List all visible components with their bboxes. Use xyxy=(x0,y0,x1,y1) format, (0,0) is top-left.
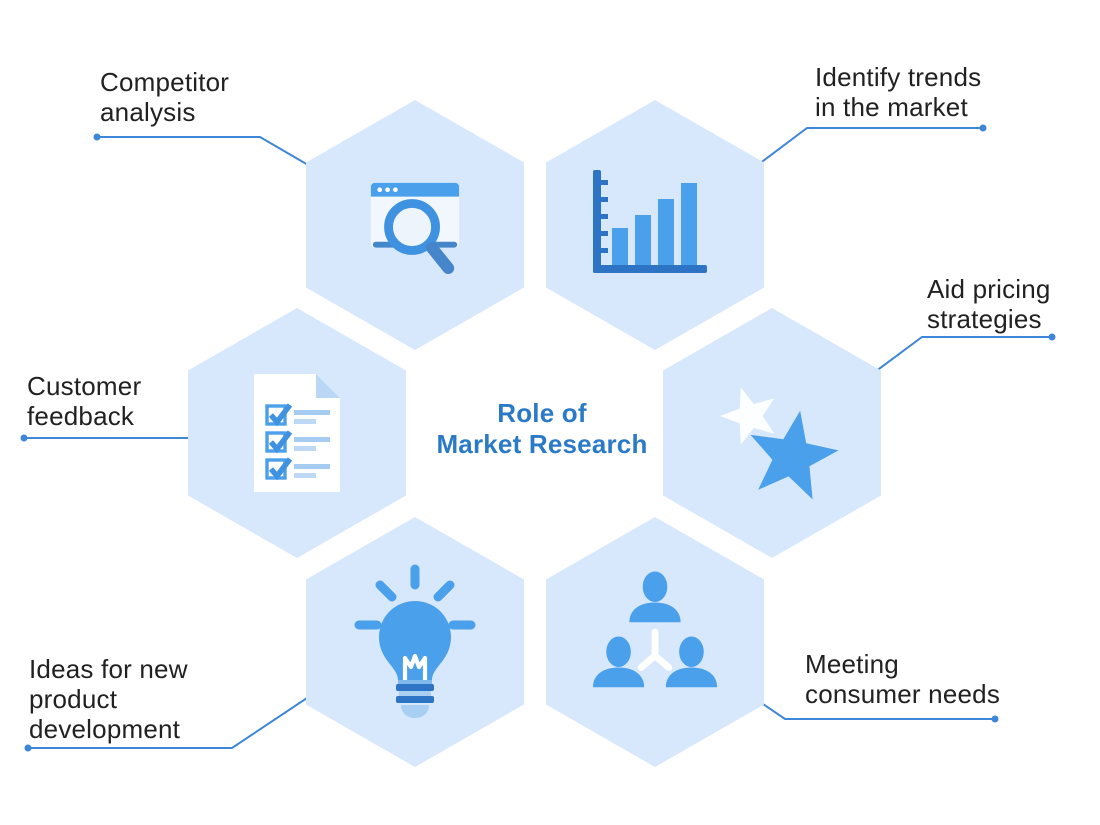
label-line: product xyxy=(29,684,118,714)
label-line: development xyxy=(29,714,181,744)
label-customer-feedback: Customer feedback xyxy=(27,371,141,431)
bar-chart-icon xyxy=(593,170,707,273)
label-aid-pricing: Aid pricing strategies xyxy=(927,274,1051,334)
hexagon-identify-trends xyxy=(546,100,764,350)
connector-competitor-analysis xyxy=(93,133,337,186)
label-line: Meeting xyxy=(805,649,899,679)
label-line: Competitor xyxy=(100,67,230,97)
diagram-title: Role of Market Research xyxy=(417,398,667,460)
title-line: Role of xyxy=(497,398,587,428)
connector-aid-pricing xyxy=(850,333,1056,393)
label-line: analysis xyxy=(100,97,196,127)
label-line: strategies xyxy=(927,304,1042,334)
hexagon-meeting-consumer-needs xyxy=(546,517,764,767)
star-icon xyxy=(720,387,839,500)
connector-identify-trends xyxy=(733,124,987,186)
label-line: Customer xyxy=(27,371,142,401)
label-line: feedback xyxy=(27,401,135,431)
checklist-icon xyxy=(254,374,340,492)
team-icon xyxy=(592,571,718,688)
label-line: Aid pricing xyxy=(927,274,1051,304)
label-ideas-new-product: Ideas for new product development xyxy=(29,654,188,744)
label-competitor-analysis: Competitor analysis xyxy=(100,67,229,127)
label-line: Identify trends xyxy=(815,62,982,92)
label-line: in the market xyxy=(815,92,968,122)
title-line: Market Research xyxy=(436,429,648,459)
browser-search-icon xyxy=(370,182,460,275)
label-line: Ideas for new xyxy=(29,654,188,684)
hexagon-customer-feedback xyxy=(188,308,406,558)
hexagon-competitor-analysis xyxy=(306,100,524,350)
hexagon-ideas-new-product xyxy=(306,517,524,767)
label-line: consumer needs xyxy=(805,679,1001,709)
label-meeting-consumer-needs: Meeting consumer needs xyxy=(805,649,1000,709)
hexagon-aid-pricing xyxy=(663,308,881,558)
lightbulb-icon xyxy=(354,564,476,718)
label-identify-trends: Identify trends in the market xyxy=(815,62,981,122)
